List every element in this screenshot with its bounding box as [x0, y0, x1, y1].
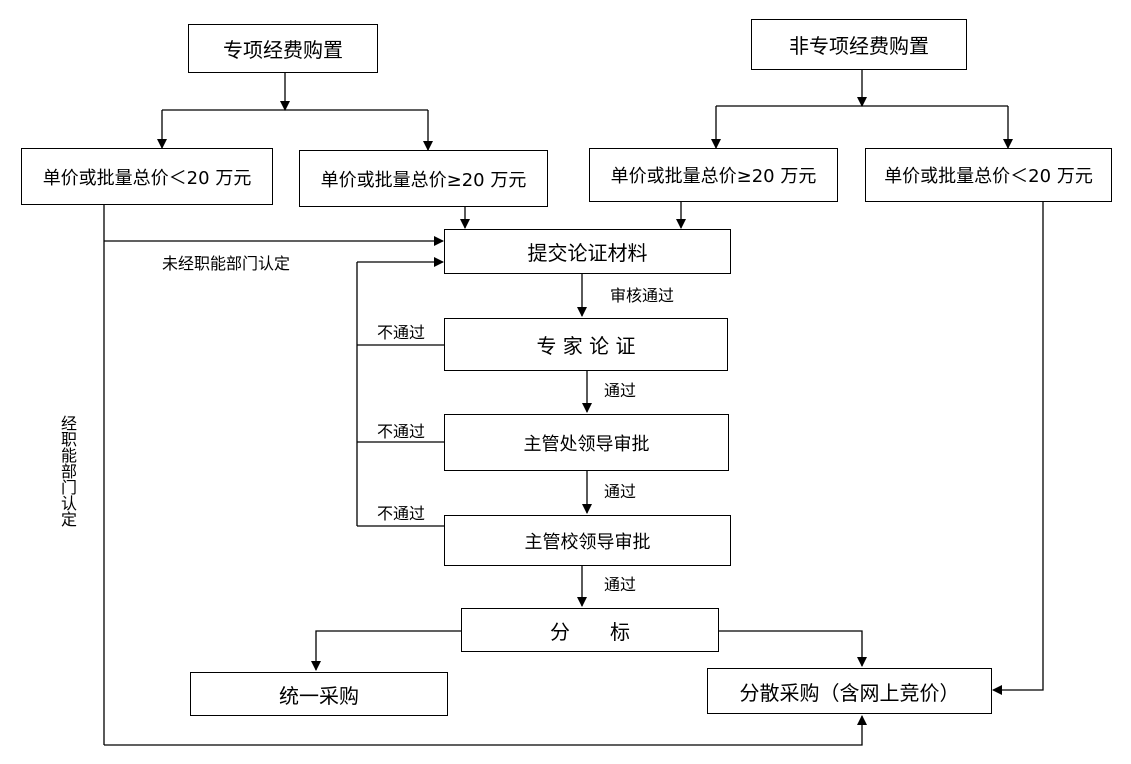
arrow-split-to-decentralized — [719, 630, 867, 667]
node-special-purchase: 专项经费购置 — [188, 24, 378, 73]
label-not-passed-3: 不通过 — [377, 504, 426, 523]
node-decentralized-procurement: 分散采购（含网上竞价） — [707, 668, 992, 714]
label-not-passed-2: 不通过 — [377, 422, 426, 441]
label-not-certified: 未经职能部门认定 — [162, 254, 291, 273]
node-dept-leader-approval: 主管处领导审批 — [444, 414, 729, 471]
label-certified: 经职能部门认定 — [58, 415, 77, 527]
node-special-ge20: 单价或批量总价≥20 万元 — [299, 150, 548, 207]
node-school-leader-approval: 主管校领导审批 — [444, 515, 731, 566]
arrow-nonspecial-lt20-to-decentralized — [992, 201, 1044, 695]
node-nonspecial-lt20: 单价或批量总价＜20 万元 — [865, 148, 1112, 202]
label-passed-3: 通过 — [604, 575, 637, 594]
arrow-split-to-unified — [311, 630, 461, 671]
node-expert-review: 专 家 论 证 — [444, 318, 728, 371]
node-tender-split: 分 标 — [461, 608, 719, 652]
node-submit-materials: 提交论证材料 — [444, 229, 731, 274]
node-special-lt20: 单价或批量总价＜20 万元 — [21, 148, 273, 205]
node-unified-procurement: 统一采购 — [190, 672, 448, 716]
node-nonspecial-purchase: 非专项经费购置 — [751, 19, 967, 70]
label-review-passed: 审核通过 — [610, 286, 675, 305]
label-not-passed-1: 不通过 — [377, 323, 426, 342]
node-nonspecial-ge20: 单价或批量总价≥20 万元 — [589, 148, 838, 202]
label-passed-2: 通过 — [604, 482, 637, 501]
arrow-certified-to-decentralized — [104, 715, 867, 746]
label-passed-1: 通过 — [604, 381, 637, 400]
